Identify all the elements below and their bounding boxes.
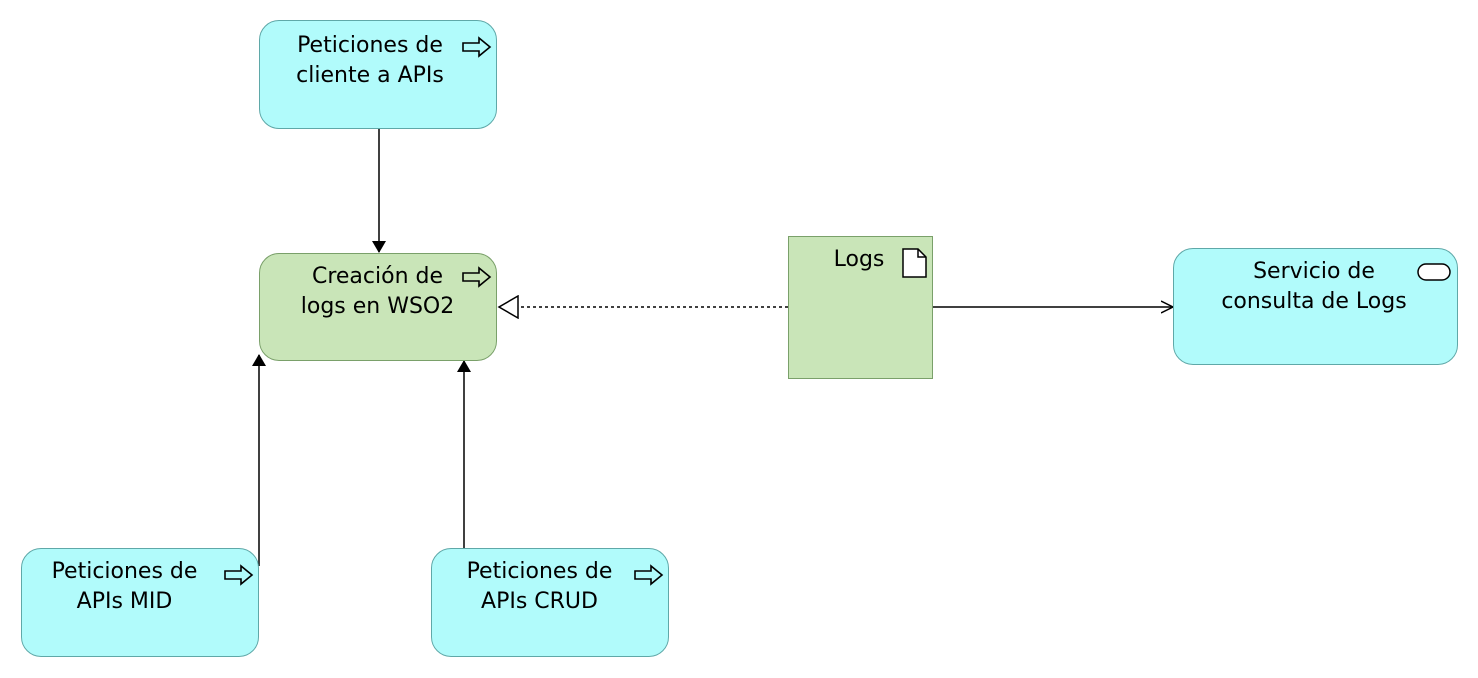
node-label: Servicio de consulta de Logs <box>1221 259 1407 314</box>
process-arrow-icon <box>462 36 492 58</box>
node-logs[interactable]: Logs <box>788 236 933 379</box>
node-peticiones-cliente[interactable]: Peticiones de cliente a APIs <box>259 20 497 129</box>
node-label: Peticiones de APIs CRUD <box>466 559 613 614</box>
node-label: Peticiones de cliente a APIs <box>296 33 444 88</box>
document-icon <box>902 248 927 278</box>
node-peticiones-mid[interactable]: Peticiones de APIs MID <box>21 548 259 657</box>
node-label: Creación de logs en WSO2 <box>300 264 455 319</box>
node-label: Peticiones de APIs MID <box>51 559 198 614</box>
node-peticiones-crud[interactable]: Peticiones de APIs CRUD <box>431 548 669 657</box>
node-label: Logs <box>833 247 885 272</box>
process-arrow-icon <box>224 564 254 586</box>
process-arrow-icon <box>462 266 492 288</box>
service-icon <box>1417 263 1451 281</box>
node-servicio-consulta[interactable]: Servicio de consulta de Logs <box>1173 248 1458 365</box>
node-creacion-logs[interactable]: Creación de logs en WSO2 <box>259 253 497 361</box>
process-arrow-icon <box>634 564 664 586</box>
